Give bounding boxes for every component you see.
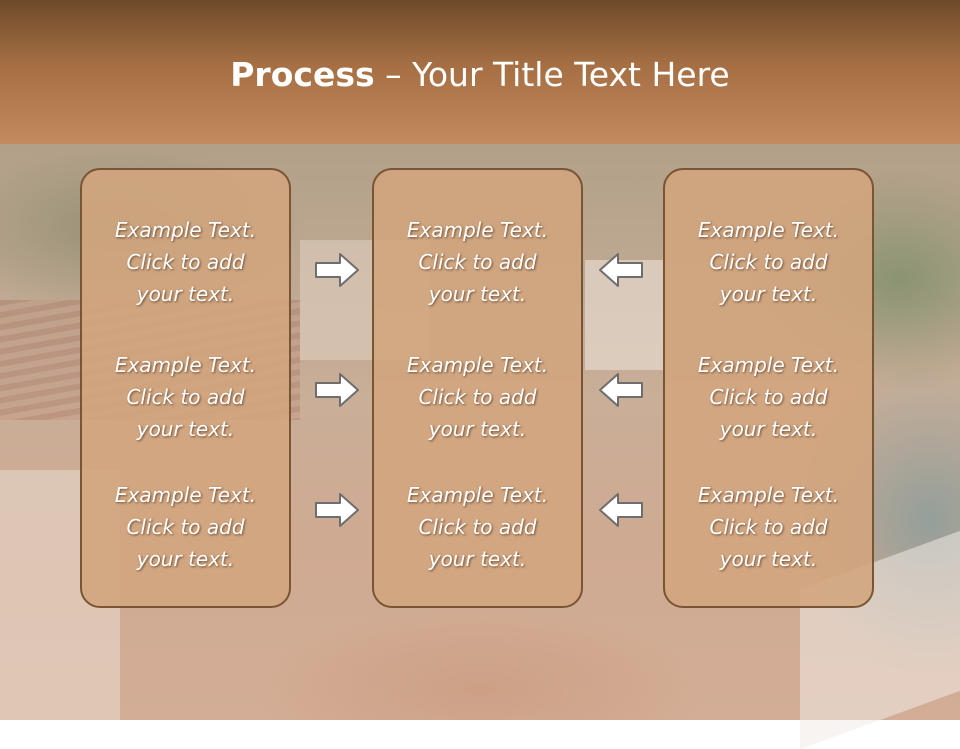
column-text[interactable]: Example Text. Click to add your text. (406, 218, 549, 306)
column-text[interactable]: Example Text. Click to add your text. (697, 353, 840, 441)
process-column-2[interactable]: Example Text. Click to add your text. Ex… (372, 168, 583, 608)
title-rest: – Your Title Text Here (374, 55, 730, 94)
column-text[interactable]: Example Text. Click to add your text. (406, 353, 549, 441)
arrow-left-icon (599, 373, 643, 407)
slide-title[interactable]: Process – Your Title Text Here (0, 55, 960, 94)
title-bold: Process (230, 55, 375, 94)
arrow-right-icon (315, 253, 359, 287)
arrow-right-icon (315, 493, 359, 527)
process-column-1[interactable]: Example Text. Click to add your text. Ex… (80, 168, 291, 608)
column-text[interactable]: Example Text. Click to add your text. (697, 483, 840, 571)
title-bar (0, 0, 960, 144)
column-text[interactable]: Example Text. Click to add your text. (697, 218, 840, 306)
column-text[interactable]: Example Text. Click to add your text. (114, 218, 257, 306)
column-text[interactable]: Example Text. Click to add your text. (406, 483, 549, 571)
arrow-left-icon (599, 253, 643, 287)
column-text[interactable]: Example Text. Click to add your text. (114, 483, 257, 571)
background-house (585, 260, 665, 370)
process-column-3[interactable]: Example Text. Click to add your text. Ex… (663, 168, 874, 608)
column-text[interactable]: Example Text. Click to add your text. (114, 353, 257, 441)
arrow-left-icon (599, 493, 643, 527)
arrow-right-icon (315, 373, 359, 407)
